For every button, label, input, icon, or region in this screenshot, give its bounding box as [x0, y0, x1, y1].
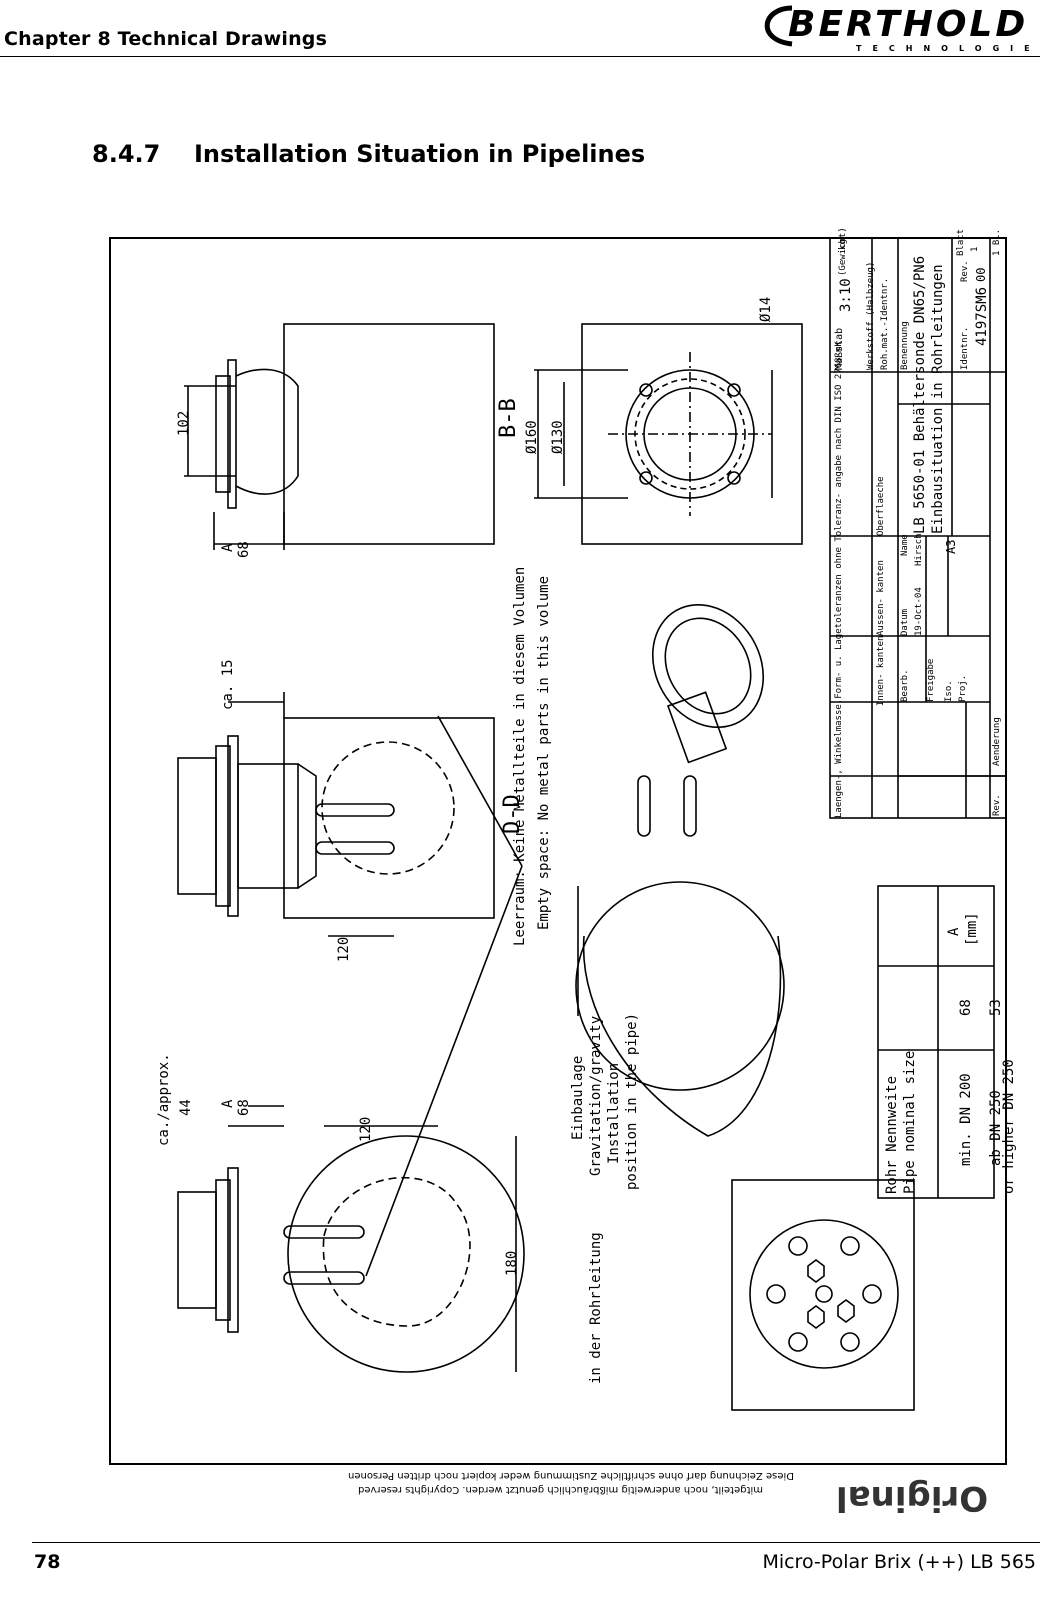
tb-author: Hirsch: [914, 533, 924, 566]
logo-subtext: TECHNOLOGIES: [856, 44, 1040, 53]
tb-drawing-no: 4197SM6: [974, 286, 990, 346]
dim-ab: A: [220, 1099, 236, 1108]
tb-designation1: LB 5650-01 Behältersonde DN65/PN6: [912, 255, 928, 534]
tb-iso: Iso.: [944, 680, 954, 702]
dim-102: 102: [176, 410, 192, 436]
section-title: Installation Situation in Pipelines: [194, 140, 646, 168]
tb-date: 19-Oct-04: [914, 587, 924, 636]
table-h1b: Pipe nominal size: [902, 1050, 918, 1194]
document-name: Micro-Polar Brix (++) LB 565: [762, 1551, 1036, 1573]
header-rule: [0, 56, 1040, 57]
table-r2c2: 53: [988, 999, 1004, 1016]
tb-rev-label: Rev.: [960, 260, 970, 282]
tb-format: A3: [944, 539, 958, 554]
section-heading: 8.4.7 Installation Situation in Pipelines: [92, 140, 645, 168]
tb-outer-edges: Aussen- kanten: [876, 560, 886, 636]
tb-scale: 3:10: [838, 278, 854, 312]
table-h2b: [mm]: [964, 912, 980, 946]
copyright-line-2: mitgeteilt, noch anderweitig mißbräuchli…: [358, 1484, 763, 1495]
dim-44: 44: [178, 1099, 194, 1116]
tb-freigabe: Freigabe: [926, 658, 936, 702]
dim-a: A: [220, 543, 236, 552]
dim-ca15: ca. 15: [220, 659, 236, 710]
dim-120b: 120: [358, 1116, 374, 1142]
berthold-logo: BERTHOLD TECHNOLOGIES: [752, 0, 1040, 56]
tb-bearb: Bearb.: [900, 669, 910, 702]
tb-material-id: Roh.mat.-Identnr.: [880, 277, 890, 370]
tb-weight: (Gewicht): [838, 227, 848, 276]
tb-material: Werkstoff (Halbzeug): [866, 261, 876, 370]
tb-inner-edges: Innen- kanten: [876, 635, 886, 706]
dim-ca-approx: ca./approx.: [156, 1053, 172, 1146]
dim-68b: 68: [236, 1099, 252, 1116]
logo-word: BERTHOLD: [788, 4, 1029, 45]
table-r2c1b: or higher DN 250: [1001, 1059, 1017, 1194]
drawing-svg: [109, 237, 1007, 1465]
technical-drawing: 102 68 A B-B Ø160 Ø130 Ø14 ca. 15 D-D Le…: [108, 227, 1020, 1526]
dim-120: 120: [336, 936, 352, 962]
tb-datum: Datum: [900, 608, 910, 636]
copyright-line-1: Diese Zeichnung darf ohne schriftliche Z…: [348, 1470, 794, 1481]
tb-rev-col: Rev.: [992, 794, 1002, 816]
in-der-rohrleitung: in der Rohrleitung: [588, 1232, 604, 1384]
table-r1c2: 68: [958, 999, 974, 1016]
tb-designation-label: Benennung: [900, 321, 910, 370]
tb-designation2: Einbausituation in Rohrleitungen: [930, 264, 946, 534]
tb-proj: Proj.: [958, 674, 968, 702]
dim-180: 180: [504, 1250, 520, 1276]
view-bb-label: B-B: [496, 398, 521, 438]
empty-space-en: Empty space: No metal parts in this volu…: [536, 575, 552, 930]
table-h1a: Rohr Nennweite: [884, 1075, 900, 1194]
tb-weight-unit: kg: [838, 239, 848, 250]
tb-scale-label: Maßstab: [834, 327, 845, 370]
tb-blatt: Blatt: [956, 228, 966, 256]
tb-identnr: Identnr.: [960, 326, 970, 370]
footer-rule: [32, 1542, 1040, 1543]
logo-swoosh-icon: [764, 5, 793, 47]
leerraum-de: Leerraum: Keine Metallteile in diesem Vo…: [512, 566, 528, 946]
dim-160: Ø160: [524, 420, 540, 454]
tb-aenderung: Aenderung: [992, 717, 1002, 766]
dim-68: 68: [236, 541, 252, 558]
page-number: 78: [34, 1551, 61, 1573]
tb-surface: Oberflaeche: [876, 476, 886, 536]
install-installation: Installation: [606, 1062, 622, 1164]
chapter-title: Chapter 8 Technical Drawings: [4, 28, 328, 50]
table-r1c1: min. DN 200: [958, 1073, 974, 1166]
install-position: position in the pipe): [624, 1012, 640, 1190]
dim-14: Ø14: [758, 296, 774, 322]
tb-tolerance: Laengen-, Winkelmasse,Form- u. Lagetoler…: [834, 341, 844, 818]
dim-130: Ø130: [550, 420, 566, 454]
einbaulage: Einbaulage: [570, 1055, 586, 1140]
tb-sheets: 1 Bl.: [992, 228, 1002, 256]
tb-rev: 00: [974, 267, 988, 282]
table-h2a: A: [946, 927, 962, 936]
section-number: 8.4.7: [92, 140, 161, 168]
install-gravity: Gravitation/gravity: [588, 1015, 604, 1176]
tb-sheet: 1: [970, 246, 980, 252]
original-stamp: Original: [836, 1478, 989, 1518]
tb-name: Name: [900, 534, 910, 556]
